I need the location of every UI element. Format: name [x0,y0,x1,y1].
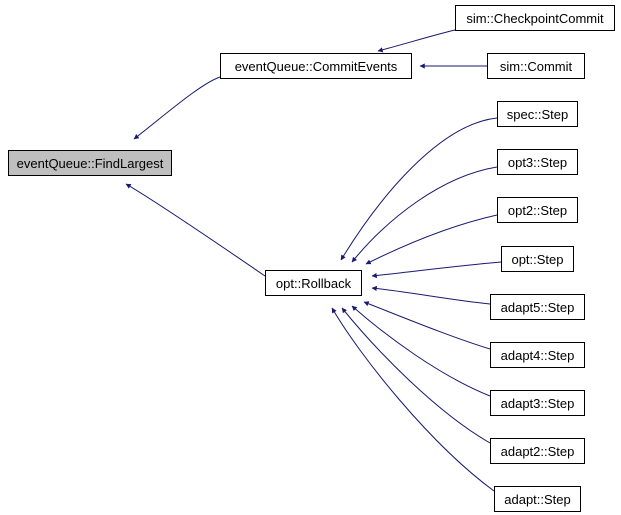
graph-node-adapt4step[interactable]: adapt4::Step [490,342,585,368]
call-edge-opt3step-to-rollback [351,166,498,263]
call-edge-rollback-to-findlargest [125,183,266,277]
call-edge-adapt3step-to-rollback [351,305,491,397]
graph-node-label: adapt3::Step [500,395,575,411]
call-edge-optstep-to-rollback [371,261,502,279]
graph-node-adapt5step[interactable]: adapt5::Step [490,294,585,320]
graph-node-label: sim::Commit [499,58,573,74]
call-edge-opt2step-to-rollback [365,214,498,265]
graph-node-opt2step[interactable]: opt2::Step [497,197,578,223]
graph-node-label: adapt2::Step [500,443,575,459]
graph-node-checkpointcommit[interactable]: sim::CheckpointCommit [455,5,615,31]
call-edge-adapt2step-to-rollback [341,307,491,444]
call-edge-adapt5step-to-rollback [371,285,491,305]
call-edge-specstep-to-rollback [340,117,498,261]
graph-node-rollback[interactable]: opt::Rollback [265,270,362,296]
graph-node-opt3step[interactable]: opt3::Step [497,149,578,175]
graph-node-label: adapt4::Step [500,347,575,363]
graph-node-adapt2step[interactable]: adapt2::Step [490,438,585,464]
graph-node-label: spec::Step [506,106,569,122]
call-edge-commitevents-to-findlargest [133,76,221,140]
graph-node-adapt3step[interactable]: adapt3::Step [490,390,585,416]
graph-node-label: adapt::Step [504,491,571,507]
call-edge-checkpointcommit-to-commitevents [377,29,456,53]
graph-node-findlargest[interactable]: eventQueue::FindLargest [8,150,172,176]
graph-node-optstep[interactable]: opt::Step [501,246,574,272]
graph-node-commitevents[interactable]: eventQueue::CommitEvents [220,53,412,79]
graph-node-commit[interactable]: sim::Commit [487,53,585,79]
call-edge-adapt4step-to-rollback [363,301,491,350]
call-edge-adaptstep-to-rollback [331,307,495,492]
graph-node-label: eventQueue::CommitEvents [234,58,398,74]
graph-node-label: opt3::Step [507,154,568,170]
graph-node-adaptstep[interactable]: adapt::Step [494,486,581,512]
graph-node-label: opt::Rollback [275,275,352,291]
graph-node-label: eventQueue::FindLargest [16,155,164,171]
graph-node-label: adapt5::Step [500,299,575,315]
graph-node-specstep[interactable]: spec::Step [497,101,578,127]
graph-node-label: opt::Step [511,251,564,267]
graph-node-label: opt2::Step [507,202,568,218]
graph-node-label: sim::CheckpointCommit [466,10,604,26]
